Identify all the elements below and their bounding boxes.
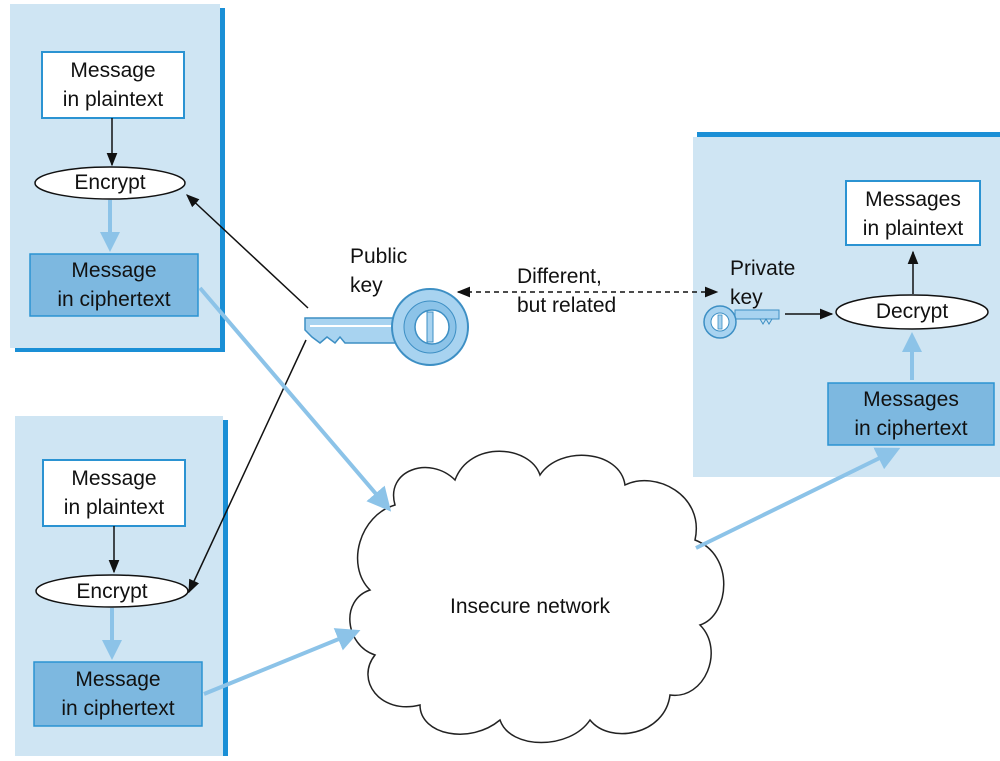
network-label: Insecure network <box>450 595 610 618</box>
ciphertext-box <box>33 661 203 727</box>
receiver-decrypt-label: Decrypt <box>875 300 949 323</box>
ciphertext-box <box>29 253 199 317</box>
receiver-ciphertext-label: Messages in ciphertext <box>854 388 968 440</box>
relation-label: Different, but related <box>517 265 617 317</box>
plaintext-box <box>41 51 185 119</box>
receiver-panel <box>693 132 1000 477</box>
private-key-icon <box>703 305 780 339</box>
sender-bottom-panel <box>15 416 228 756</box>
sender-top-ciphertext-label: Message in ciphertext <box>57 259 171 311</box>
public-key-icon <box>304 288 469 366</box>
plaintext-box <box>42 459 186 527</box>
sender-bottom-encrypt-label: Encrypt <box>76 580 148 603</box>
decrypt-oval <box>835 294 989 330</box>
private-key-label: Private key <box>730 257 796 309</box>
sender-bottom-ciphertext-label: Message in ciphertext <box>61 668 175 720</box>
plaintext-box <box>845 180 981 246</box>
sender-top-encrypt-label: Encrypt <box>74 171 146 194</box>
public-key-label: Public key <box>350 245 408 297</box>
sender-top-plaintext-label: Message in plaintext <box>62 59 164 111</box>
encrypt-oval <box>35 574 189 608</box>
network-cloud <box>349 450 725 744</box>
encrypt-oval <box>34 166 186 200</box>
sender-top-panel <box>10 4 225 352</box>
ciphertext-box <box>827 382 995 446</box>
receiver-plaintext-label: Messages in plaintext <box>862 188 964 240</box>
sender-bottom-plaintext-label: Message in plaintext <box>63 467 165 519</box>
